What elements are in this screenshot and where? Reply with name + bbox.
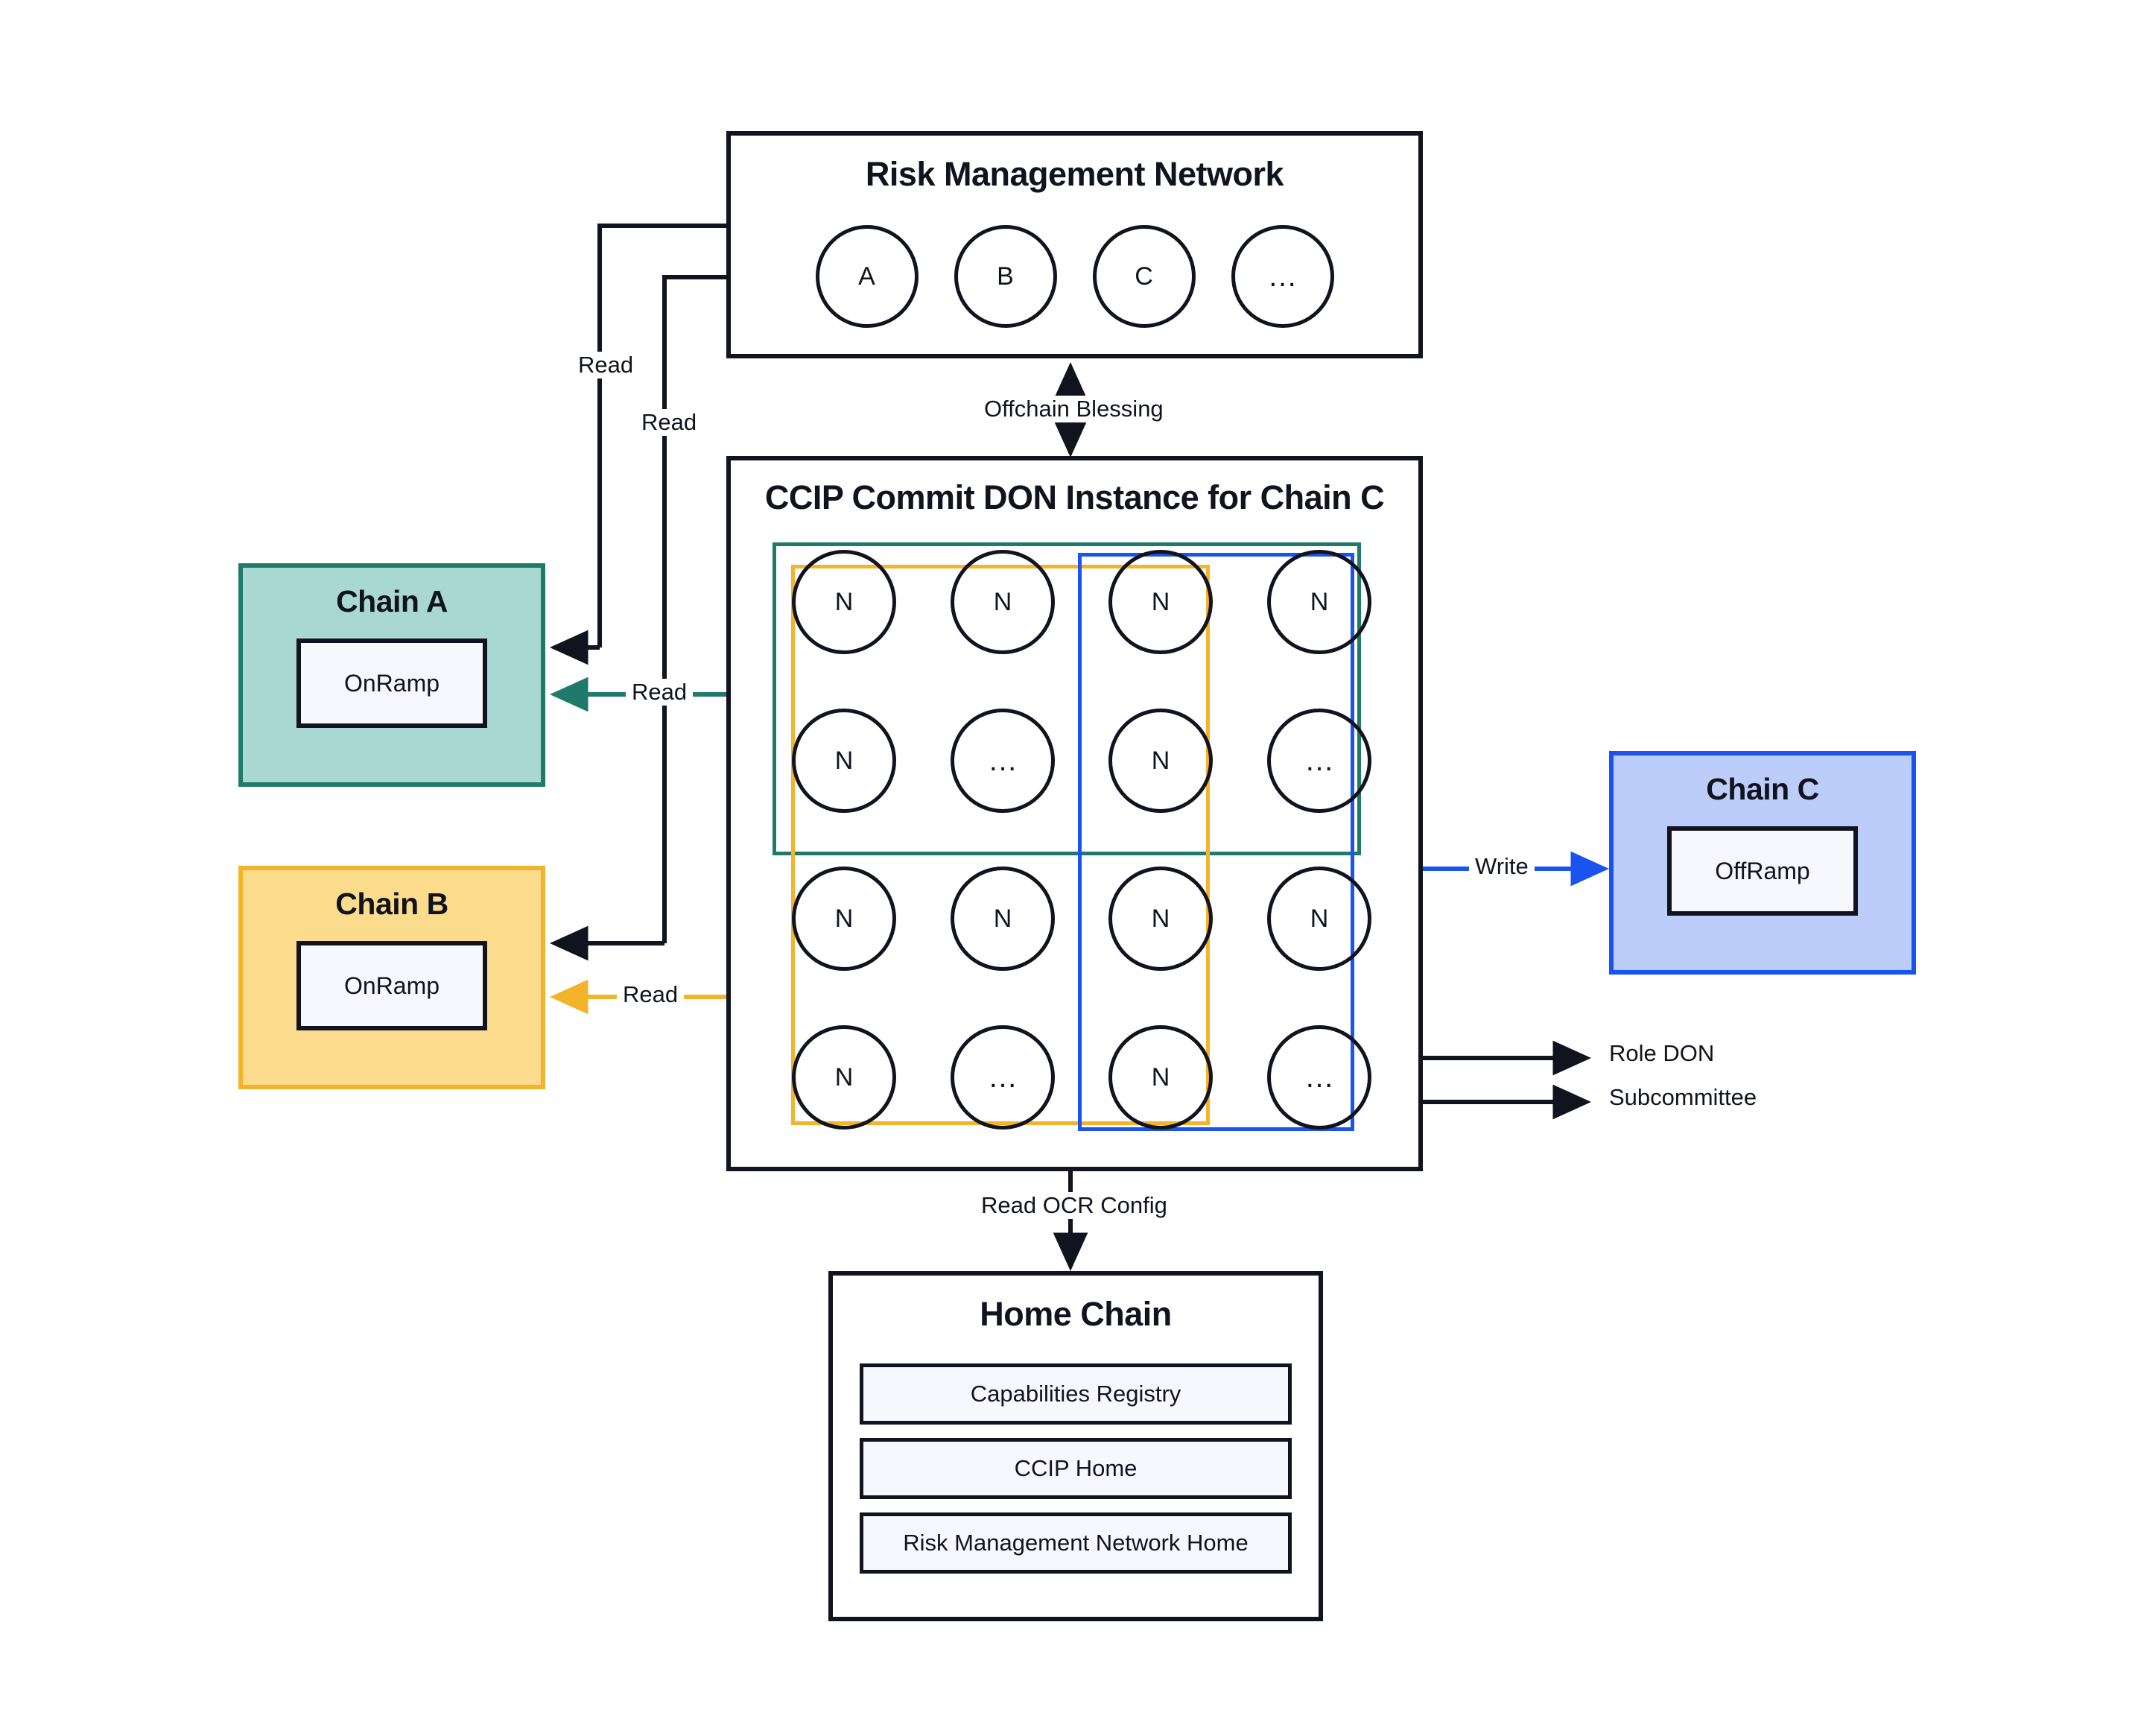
don-node: N [792,867,896,971]
don-node: N [792,709,896,813]
don-node: … [951,709,1055,813]
risk-management-network-box: Risk Management Network A B C … [726,131,1423,358]
don-node: … [1267,709,1371,813]
chain-b-box: Chain B OnRamp [238,866,545,1089]
edge-label-rmn-read-chain-b: Read [635,409,703,436]
don-node: N [1108,550,1213,654]
rmn-node: … [1231,225,1334,328]
group-outline-chain-a-subcommittee [773,542,1361,855]
ccip-commit-don-title: CCIP Commit DON Instance for Chain C [764,478,1385,516]
chain-c-title: Chain C [1706,772,1819,806]
rmn-node: B [954,225,1057,328]
legend-label-role-don: Role DON [1609,1040,1715,1066]
legend-label-subcommittee: Subcommittee [1609,1084,1757,1110]
home-chain-title: Home Chain [980,1295,1172,1333]
rmn-node: C [1092,225,1196,328]
don-node: N [1108,1025,1213,1130]
edge-label-offchain-blessing: Offchain Blessing [978,396,1170,422]
don-node: N [792,1025,896,1130]
don-node: N [1108,867,1213,971]
chain-c-offramp-contract: OffRamp [1667,826,1858,916]
group-outline-chain-c-subcommittee [1078,553,1354,1131]
chain-b-title: Chain B [335,887,448,921]
rmn-node: A [815,225,919,328]
chain-a-onramp-contract: OnRamp [296,639,487,728]
don-node: N [1267,550,1371,654]
edge-label-don-write-chain-c: Write [1469,853,1535,880]
wire-rmn-read-chain-b [662,275,726,943]
home-chain-contract: CCIP Home [860,1438,1292,1499]
chain-b-onramp-contract: OnRamp [296,941,487,1030]
home-chain-box: Home Chain Capabilities Registry CCIP Ho… [828,1271,1323,1621]
don-node: … [951,1025,1055,1130]
edge-label-don-read-chain-b: Read [617,981,685,1008]
don-node: N [1267,867,1371,971]
chain-a-title: Chain A [336,584,448,618]
don-node: N [951,867,1055,971]
edge-label-don-read-chain-a: Read [626,679,694,706]
chain-c-box: Chain C OffRamp [1609,751,1916,975]
wire-rmn-read-chain-a [597,224,726,647]
edge-label-rmn-read-chain-a: Read [572,352,640,378]
don-node: N [1108,709,1213,813]
home-chain-contract: Capabilities Registry [860,1363,1292,1425]
don-node: N [951,550,1055,654]
don-node-grid: N N N N N … N … N N N N N … N … [792,550,1371,1138]
home-chain-contract: Risk Management Network Home [860,1512,1292,1574]
edge-label-read-ocr-config: Read OCR Config [975,1192,1173,1219]
don-node: N [792,550,896,654]
chain-a-box: Chain A OnRamp [238,563,545,787]
don-node: … [1267,1025,1371,1130]
rmn-node-list: A B C … [731,225,1418,328]
risk-management-network-title: Risk Management Network [865,155,1284,193]
home-chain-contract-list: Capabilities Registry CCIP Home Risk Man… [860,1350,1292,1574]
